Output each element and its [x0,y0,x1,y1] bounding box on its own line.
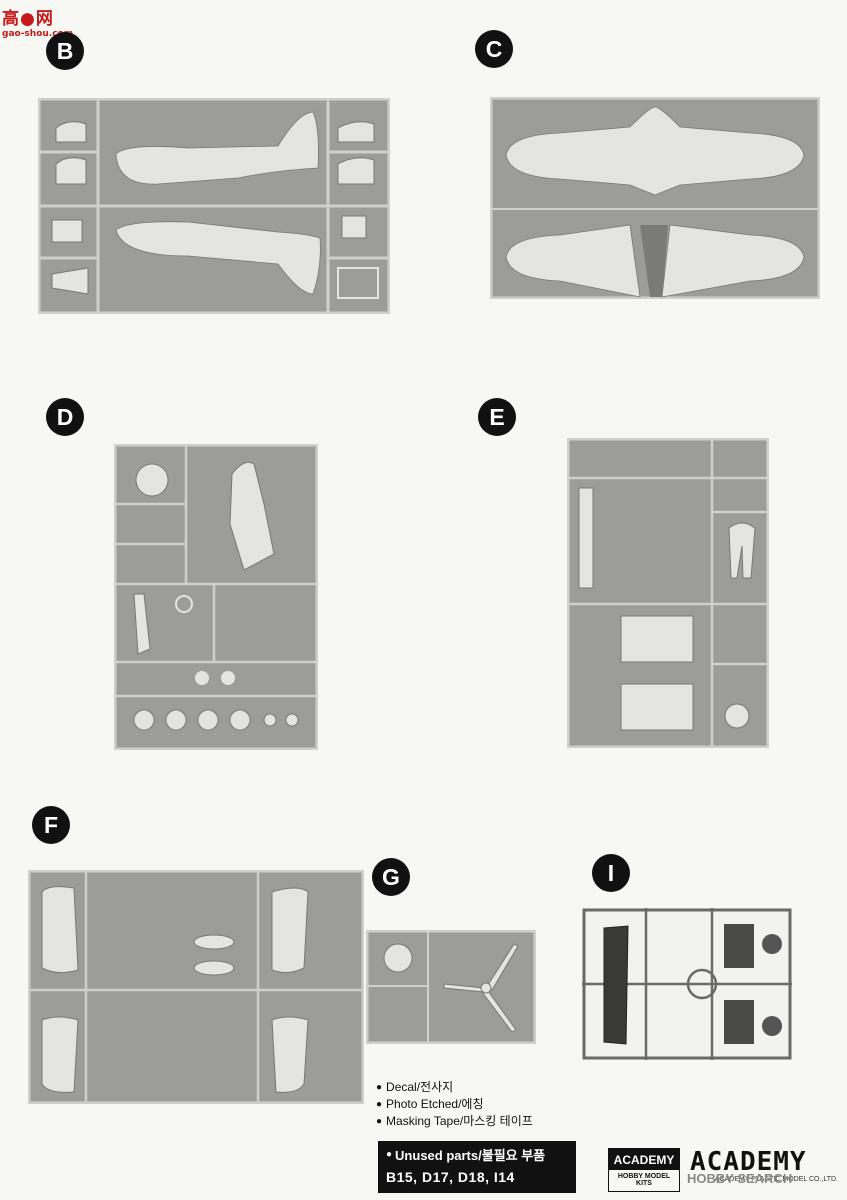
watermark-bottom: gao-shou.com [2,29,74,39]
bullet-icon: ● [386,1149,393,1160]
unused-parts-title: Unused parts/불필요 부품 [395,1148,546,1163]
sprue-label-c: C [475,30,513,68]
legend-item-masking-tape: ● Masking Tape/마스킹 테이프 [376,1113,606,1130]
wordmark-subtext: ACADEMY PLASTIC MODEL CO.,LTD. [714,1176,838,1183]
unused-parts-box: ● Unused parts/불필요 부품 B15, D17, D18, I14 [378,1141,576,1193]
hobby-search-watermark: HOBBY SEARCH [687,1171,793,1186]
sprue-c-image [490,97,820,299]
site-watermark-logo: 高●网 gao-shou.com [2,4,74,39]
legend-item-label: Photo Etched/에칭 [386,1097,484,1111]
sprue-f-image [28,870,364,1104]
sprue-label-b: B [46,32,84,70]
legend-item-label: Masking Tape/마스킹 테이프 [386,1114,533,1128]
academy-badge-logo: ACADEMY HOBBY MODEL KITS [608,1148,680,1192]
wordmark-text: ACADEMY [690,1147,807,1177]
academy-wordmark-logo: ACADEMY ACADEMY PLASTIC MODEL CO.,LTD. [690,1148,842,1192]
legend-item-photo-etched: ● Photo Etched/에칭 [376,1096,606,1113]
sprue-label-i: I [592,854,630,892]
unused-parts-title-row: ● Unused parts/불필요 부품 [386,1145,568,1164]
watermark-top: 高●网 [2,9,54,29]
legend-item-decal: ● Decal/전사지 [376,1079,606,1096]
sprue-i-image [582,908,792,1060]
sprue-label-e: E [478,398,516,436]
sprue-label-d: D [46,398,84,436]
sprue-label-f: F [32,806,70,844]
sprue-label-g: G [372,858,410,896]
included-items-legend: ● Decal/전사지 ● Photo Etched/에칭 ● Masking … [376,1079,606,1130]
sprue-g-image [366,930,536,1044]
bullet-icon: ● [376,1099,383,1110]
badge-top-text: ACADEMY [609,1149,679,1170]
bullet-icon: ● [376,1116,383,1127]
legend-item-label: Decal/전사지 [386,1080,454,1094]
sprue-e-image [567,438,769,748]
bullet-icon: ● [376,1082,383,1093]
sprue-d-image [114,444,318,750]
sprue-b-image [38,98,390,314]
unused-parts-list: B15, D17, D18, I14 [386,1169,515,1185]
badge-bottom-text: HOBBY MODEL KITS [617,1173,671,1187]
